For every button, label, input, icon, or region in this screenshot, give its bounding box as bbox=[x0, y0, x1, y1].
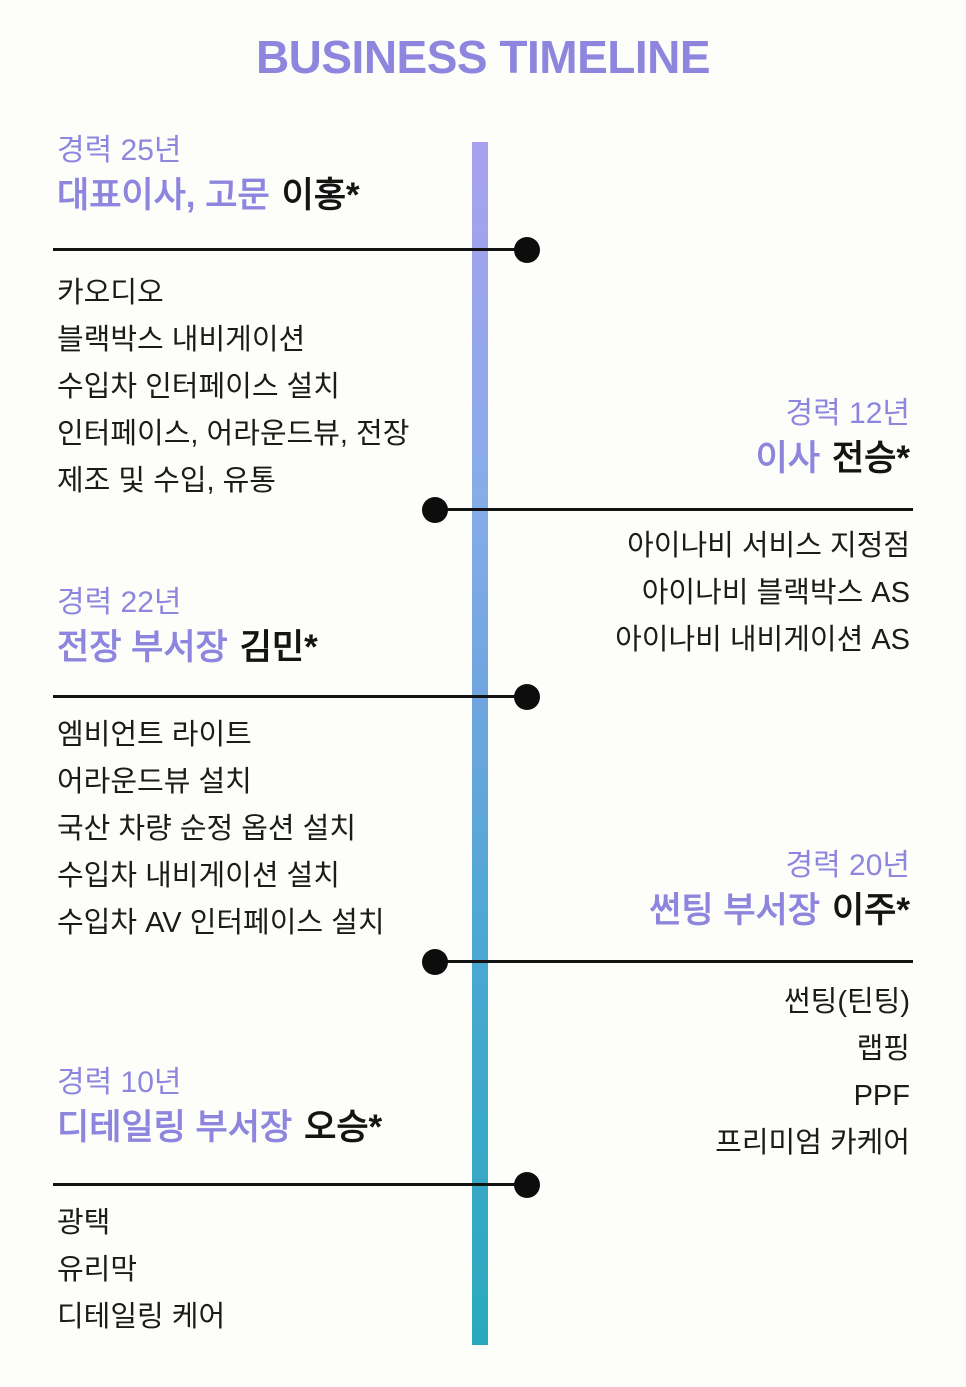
timeline-dot bbox=[422, 949, 448, 975]
entry-name: 오승* bbox=[304, 1108, 383, 1147]
list-item: 제조 및 수입, 유통 bbox=[57, 465, 276, 497]
list-item: 썬팅(틴팅) bbox=[783, 986, 910, 1018]
list-item: 카오디오 bbox=[57, 277, 164, 309]
timeline-entry-ceo: 경력 25년 대표이사, 고문 이홍* bbox=[57, 130, 360, 219]
timeline-entry-director: 경력 12년 이사 전승* bbox=[756, 393, 910, 482]
list-item: 아이나비 블랙박스 AS bbox=[641, 577, 910, 609]
list-item: 광택 bbox=[57, 1207, 111, 1239]
list-item: 수입차 AV 인터페이스 설치 bbox=[57, 907, 385, 939]
entry-role: 썬팅 부서장 bbox=[649, 891, 820, 930]
entry-years: 경력 10년 bbox=[57, 1066, 182, 1099]
list-item: 디테일링 케어 bbox=[57, 1301, 226, 1333]
entry-years: 경력 25년 bbox=[57, 134, 182, 167]
entry-role-line: 전장 부서장 김민* bbox=[57, 624, 318, 671]
entry-items-detailing: 광택 유리막 디테일링 케어 bbox=[57, 1200, 225, 1341]
timeline-entry-tinting: 경력 20년 썬팅 부서장 이주* bbox=[649, 845, 910, 934]
entry-name: 전승* bbox=[831, 439, 910, 478]
timeline-dot bbox=[514, 1172, 540, 1198]
entry-name: 이홍* bbox=[281, 176, 360, 215]
timeline-dot bbox=[514, 237, 540, 263]
connector-line bbox=[435, 960, 913, 963]
connector-line bbox=[53, 1183, 527, 1186]
list-item: PPF bbox=[853, 1080, 910, 1112]
list-item: 유리막 bbox=[57, 1254, 138, 1286]
entry-items-electronics: 엠비언트 라이트 어라운드뷰 설치 국산 차량 순정 옵션 설치 수입차 내비게… bbox=[57, 712, 385, 947]
list-item: 인터페이스, 어라운드뷰, 전장 bbox=[57, 418, 410, 450]
list-item: 랩핑 bbox=[856, 1033, 910, 1065]
list-item: 아이나비 내비게이션 AS bbox=[615, 624, 910, 656]
list-item: 아이나비 서비스 지정점 bbox=[627, 530, 910, 562]
list-item: 엠비언트 라이트 bbox=[57, 719, 252, 751]
entry-items-tinting: 썬팅(틴팅) 랩핑 PPF 프리미엄 카케어 bbox=[715, 979, 910, 1167]
entry-role-line: 썬팅 부서장 이주* bbox=[649, 887, 910, 934]
entry-role: 디테일링 부서장 bbox=[57, 1108, 293, 1147]
timeline-dot bbox=[422, 497, 448, 523]
list-item: 프리미엄 카케어 bbox=[715, 1127, 910, 1159]
timeline-bar bbox=[472, 142, 488, 1345]
entry-items-ceo: 카오디오 블랙박스 내비게이션 수입차 인터페이스 설치 인터페이스, 어라운드… bbox=[57, 270, 409, 505]
entry-years: 경력 12년 bbox=[785, 397, 910, 430]
connector-line bbox=[435, 508, 913, 511]
entry-items-director: 아이나비 서비스 지정점 아이나비 블랙박스 AS 아이나비 내비게이션 AS bbox=[615, 523, 910, 664]
connector-line bbox=[53, 248, 527, 251]
entry-name: 김민* bbox=[239, 628, 318, 667]
entry-years: 경력 22년 bbox=[57, 586, 182, 619]
list-item: 수입차 인터페이스 설치 bbox=[57, 371, 340, 403]
timeline-entry-detailing: 경력 10년 디테일링 부서장 오승* bbox=[57, 1062, 382, 1151]
entry-role: 이사 bbox=[755, 439, 820, 478]
entry-role-line: 이사 전승* bbox=[756, 435, 910, 482]
entry-years: 경력 20년 bbox=[785, 849, 910, 882]
page-title: BUSINESS TIMELINE bbox=[255, 31, 711, 83]
timeline-entry-electronics: 경력 22년 전장 부서장 김민* bbox=[57, 582, 318, 671]
entry-name: 이주* bbox=[831, 891, 910, 930]
timeline-dot bbox=[514, 684, 540, 710]
list-item: 국산 차량 순정 옵션 설치 bbox=[57, 813, 357, 845]
list-item: 수입차 내비게이션 설치 bbox=[57, 860, 340, 892]
entry-role-line: 대표이사, 고문 이홍* bbox=[57, 172, 360, 219]
entry-role-line: 디테일링 부서장 오승* bbox=[57, 1104, 382, 1151]
entry-role: 대표이사, 고문 bbox=[57, 176, 270, 215]
list-item: 어라운드뷰 설치 bbox=[57, 766, 252, 798]
entry-role: 전장 부서장 bbox=[57, 628, 228, 667]
connector-line bbox=[53, 695, 527, 698]
list-item: 블랙박스 내비게이션 bbox=[57, 324, 306, 356]
